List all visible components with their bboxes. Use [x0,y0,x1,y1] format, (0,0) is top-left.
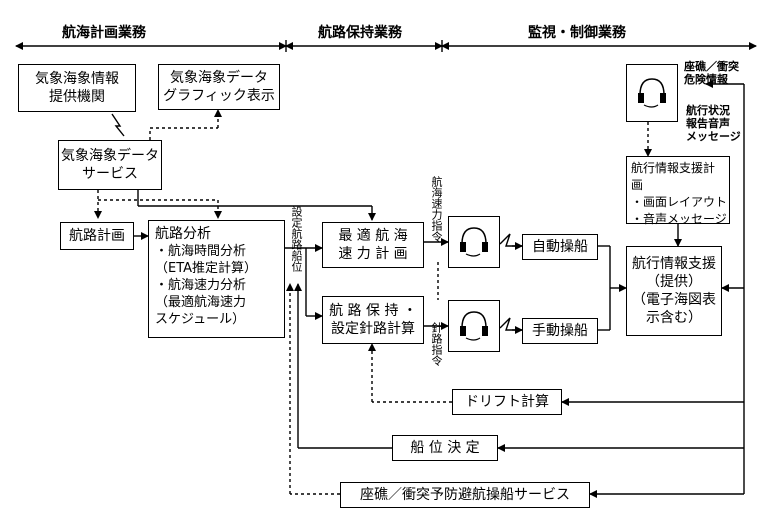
headset-icon [626,64,678,122]
nav-support-plan-items: ・画面レイアウト ・音声メッセージ [631,195,728,226]
weather-graphic-box: 気象海象データ グラフィック表示 [158,64,280,110]
route-analysis-items: ・航海時間分析 （ETA推定計算） ・航海速力分析 （最適航海速力 スケジュール… [155,244,258,327]
header-planning: 航海計画業務 [62,25,146,41]
weather-provider-box: 気象海象情報 提供機関 [18,64,136,112]
set-route-position-label: 設定航路船位 [290,206,303,272]
course-keeping-box: 航 路 保 持 ・ 設定針路計算 [322,296,424,344]
optimal-speed-box: 最 適 航 海 速 力 計 画 [322,222,424,268]
speed-command-label: 航海速力指令 [430,176,443,242]
nav-support-plan-box: 航行情報支援計画 ・画面レイアウト ・音声メッセージ [626,156,730,226]
route-analysis-box: 航路分析 ・航海時間分析 （ETA推定計算） ・航海速力分析 （最適航海速力 ス… [148,220,285,338]
route-analysis-title: 航路分析 [155,226,211,242]
course-command-label: 針路指令 [430,322,443,366]
nav-support-box: 航行情報支援 （提供） （電子海図表 示含む） [626,246,722,336]
voice-message-label: 航行状況 報告音声 メッセージ [686,104,741,143]
header-monitoring: 監視・制御業務 [528,25,626,41]
weather-service-box: 気象海象データ サービス [58,140,162,190]
collision-service-box: 座礁／衝突予防避航操船サービス [340,482,590,508]
grounding-info-label: 座礁／衝突 危険情報 [684,60,739,86]
manual-steer-box: 手動操船 [522,318,598,344]
drift-box: ドリフト計算 [452,389,562,415]
headset-icon [448,216,500,268]
auto-steer-box: 自動操船 [522,234,598,260]
route-plan-box: 航路計画 [60,222,134,250]
position-fix-box: 船 位 決 定 [392,435,498,461]
headset-icon [448,300,500,352]
header-route-keeping: 航路保持業務 [318,25,402,41]
nav-support-plan-title: 航行情報支援計画 [631,161,716,192]
